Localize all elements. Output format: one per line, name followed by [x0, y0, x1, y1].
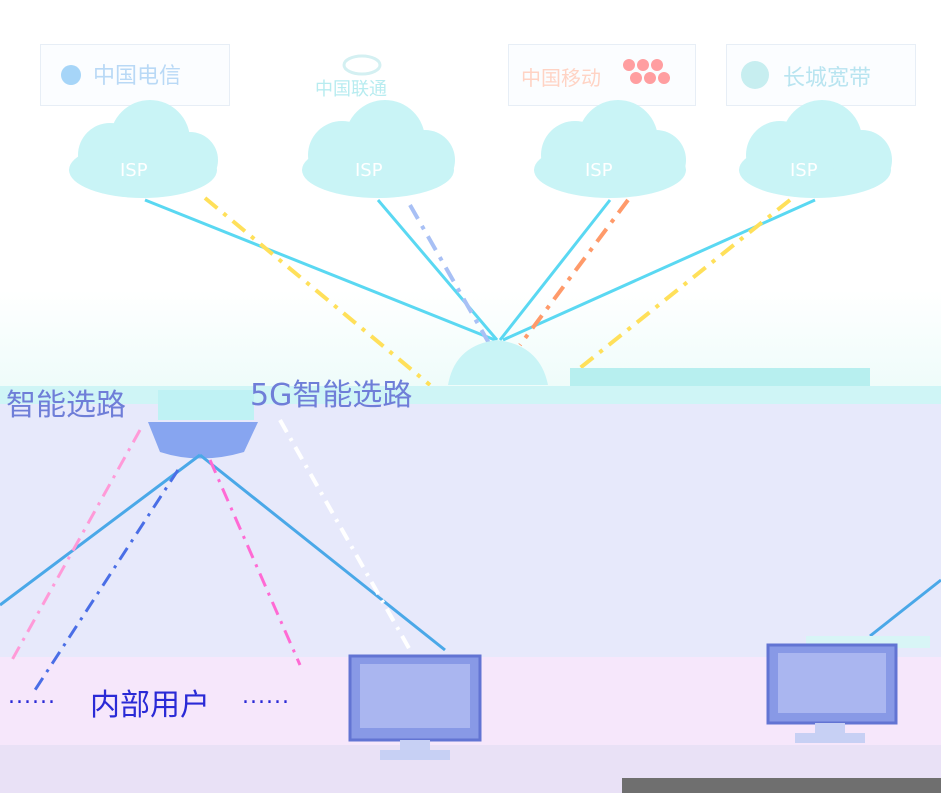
internal-users-label: 内部用户 — [90, 688, 210, 723]
divider-strip — [0, 386, 941, 404]
svg-text:ISP: ISP — [120, 160, 148, 181]
svg-text:ISP: ISP — [585, 160, 613, 181]
isp-links — [144, 198, 816, 342]
mobile-logo-icon: 中国移动 — [521, 59, 670, 90]
access-links — [0, 419, 941, 691]
svg-text:中国电信: 中国电信 — [93, 64, 181, 89]
unicom-logo-icon: 中国联通 — [315, 54, 387, 100]
isp-card-mobile: 中国移动 — [508, 44, 696, 106]
monitor-icon — [348, 654, 482, 760]
core-router-icon — [448, 340, 548, 385]
svg-text:ISP: ISP — [355, 160, 383, 181]
dashed-paths — [203, 196, 792, 387]
svg-text:ISP: ISP — [790, 160, 818, 181]
route-title-left: 智能选路 — [6, 388, 126, 423]
isp-cloud-3: ISP — [534, 100, 686, 198]
svg-text:中国联通: 中国联通 — [315, 79, 387, 100]
svg-text:长城宽带: 长城宽带 — [783, 66, 871, 91]
ellipsis-right: ...... — [242, 684, 290, 709]
telecom-logo-icon: 中国电信 — [61, 64, 181, 89]
access-router-icon — [148, 390, 258, 459]
greatwall-logo-icon: 长城宽带 — [741, 61, 871, 91]
monitor-icon — [766, 636, 930, 743]
isp-cloud-2: ISP — [302, 100, 455, 198]
isp-card-telecom: 中国电信 — [40, 44, 230, 106]
isp-card-unicom: 中国联通 — [296, 44, 426, 106]
svg-text:中国移动: 中国移动 — [521, 66, 601, 90]
status-strip — [570, 368, 870, 386]
route-title-center: 5G智能选路 — [250, 370, 412, 413]
ellipsis-left: ...... — [8, 684, 56, 709]
bottom-bar — [622, 778, 941, 793]
isp-cloud-1: ISP — [69, 100, 218, 198]
isp-cloud-4: ISP — [739, 100, 892, 198]
isp-card-greatwall: 长城宽带 — [726, 44, 916, 106]
